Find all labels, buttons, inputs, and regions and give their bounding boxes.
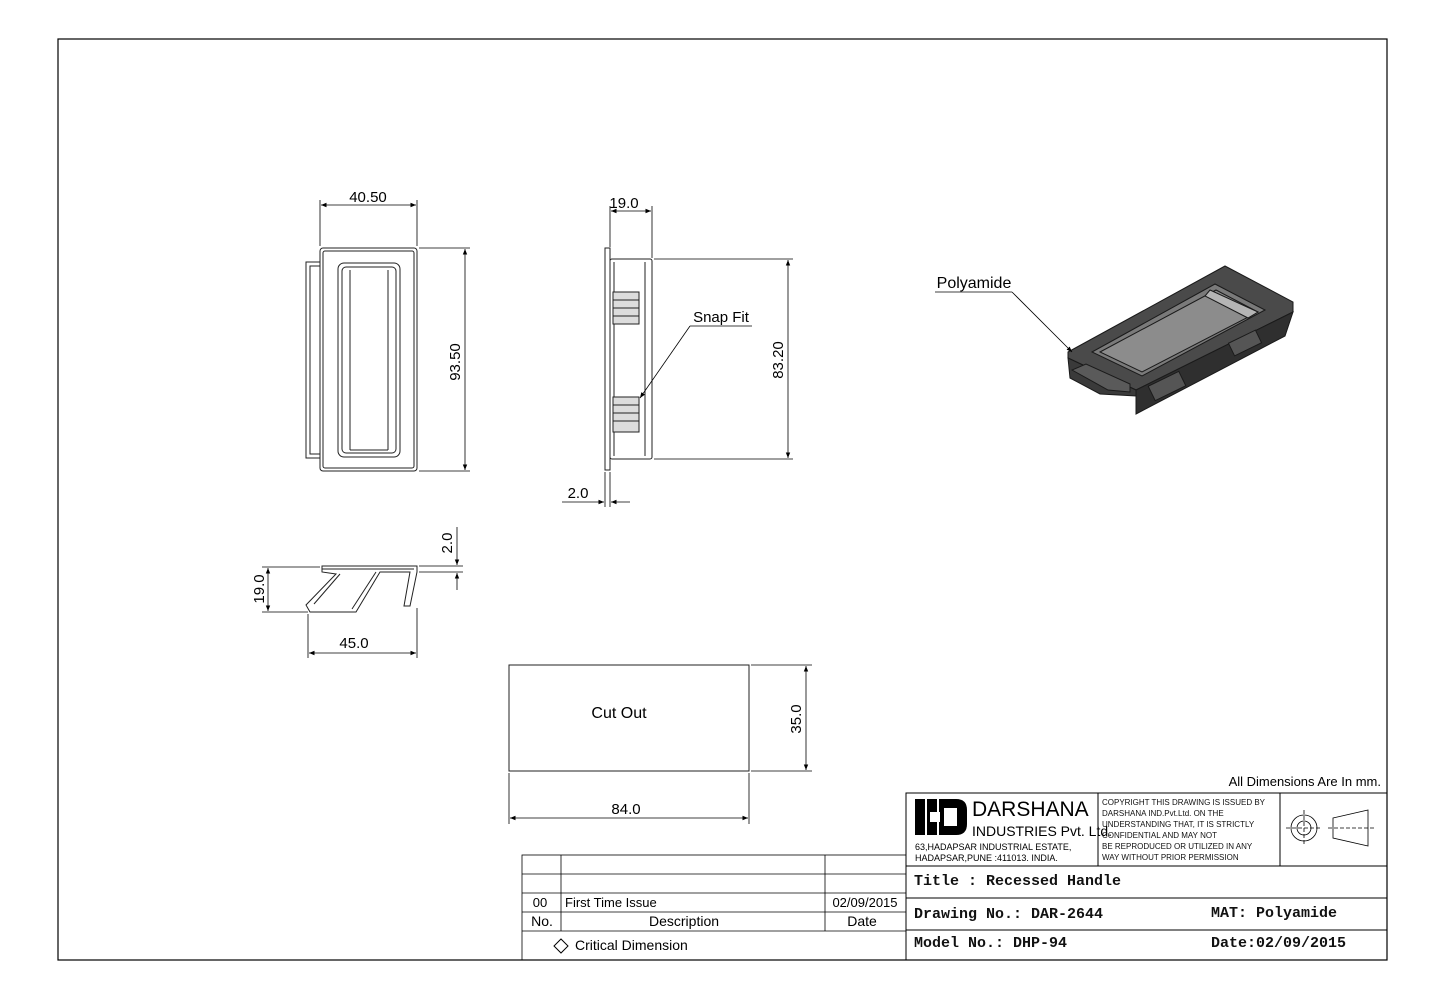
drawing-number: Drawing No.: DAR-2644 — [914, 906, 1103, 923]
revision-description: First Time Issue — [565, 895, 657, 910]
copyright-line-5: BE REPRODUCED OR UTILIZED IN ANY — [1102, 842, 1253, 851]
units-note: All Dimensions Are In mm. — [1229, 774, 1381, 789]
snap-fit-label: Snap Fit — [693, 309, 750, 326]
cutout-height-dimension: 35.0 — [751, 664, 812, 772]
front-view — [305, 247, 418, 472]
polyamide-label: Polyamide — [937, 275, 1012, 292]
front-width-label: 40.50 — [349, 189, 387, 206]
bottom-depth-dimension: 19.0 — [251, 566, 320, 613]
side-flange-label: 2.0 — [568, 485, 589, 502]
copyright-line-4: CONFIDENTIAL AND MAY NOT — [1102, 831, 1217, 840]
side-depth-label: 19.0 — [609, 195, 638, 212]
polyamide-callout: Polyamide — [935, 275, 1073, 353]
side-height-label: 83.20 — [770, 341, 787, 379]
copyright-line-3: UNDERSTANDING THAT, IT IS STRICTLY — [1102, 820, 1255, 829]
cutout-label: Cut Out — [591, 705, 647, 722]
critical-diamond-icon — [553, 938, 569, 954]
model-number: Model No.: DHP-94 — [914, 935, 1067, 952]
material: MAT: Polyamide — [1211, 905, 1337, 922]
bottom-length-dimension: 45.0 — [307, 608, 418, 658]
header-description: Description — [649, 913, 719, 929]
front-height-dimension: 93.50 — [419, 247, 470, 472]
critical-note: Critical Dimension — [575, 937, 688, 953]
isometric-view — [1067, 265, 1294, 415]
cutout-height-label: 35.0 — [788, 704, 805, 733]
bottom-flange-label: 2.0 — [439, 533, 456, 554]
side-view — [604, 247, 653, 471]
title-date: Date:02/09/2015 — [1211, 935, 1346, 952]
revision-date: 02/09/2015 — [832, 895, 897, 910]
side-flange-dimension: 2.0 — [562, 472, 630, 507]
company-address-1: 63,HADAPSAR INDUSTRIAL ESTATE, — [915, 842, 1071, 852]
title-text: Title : Recessed Handle — [914, 873, 1121, 890]
bottom-length-label: 45.0 — [339, 635, 368, 652]
bottom-view — [305, 565, 418, 613]
side-height-dimension: 83.20 — [654, 258, 793, 460]
header-no: No. — [531, 913, 553, 929]
company-address-2: HADAPSAR,PUNE :411013. INDIA. — [915, 853, 1058, 863]
bottom-flange-dimension: 2.0 — [419, 527, 463, 590]
company-logo — [915, 799, 967, 835]
cutout-width-dimension: 84.0 — [508, 773, 750, 824]
front-height-label: 93.50 — [447, 343, 464, 381]
copyright-line-6: WAY WITHOUT PRIOR PERMISSION — [1102, 853, 1239, 862]
revision-no: 00 — [533, 895, 547, 910]
bottom-depth-label: 19.0 — [251, 574, 268, 603]
copyright-line-1: COPYRIGHT THIS DRAWING IS ISSUED BY — [1102, 798, 1266, 807]
snap-fit-callout: Snap Fit — [639, 309, 752, 399]
front-width-dimension: 40.50 — [319, 189, 418, 246]
cutout-view: Cut Out — [508, 664, 750, 772]
header-date: Date — [847, 913, 877, 929]
projection-symbol-icon — [1286, 809, 1376, 847]
side-depth-dimension: 19.0 — [609, 195, 653, 258]
company-name: DARSHANA — [972, 798, 1089, 821]
cutout-width-label: 84.0 — [611, 801, 640, 818]
copyright-line-2: DARSHANA IND.Pvt.Ltd. ON THE — [1102, 809, 1224, 818]
company-subtitle: INDUSTRIES Pvt. Ltd. — [972, 823, 1112, 839]
title-block — [905, 792, 1388, 961]
